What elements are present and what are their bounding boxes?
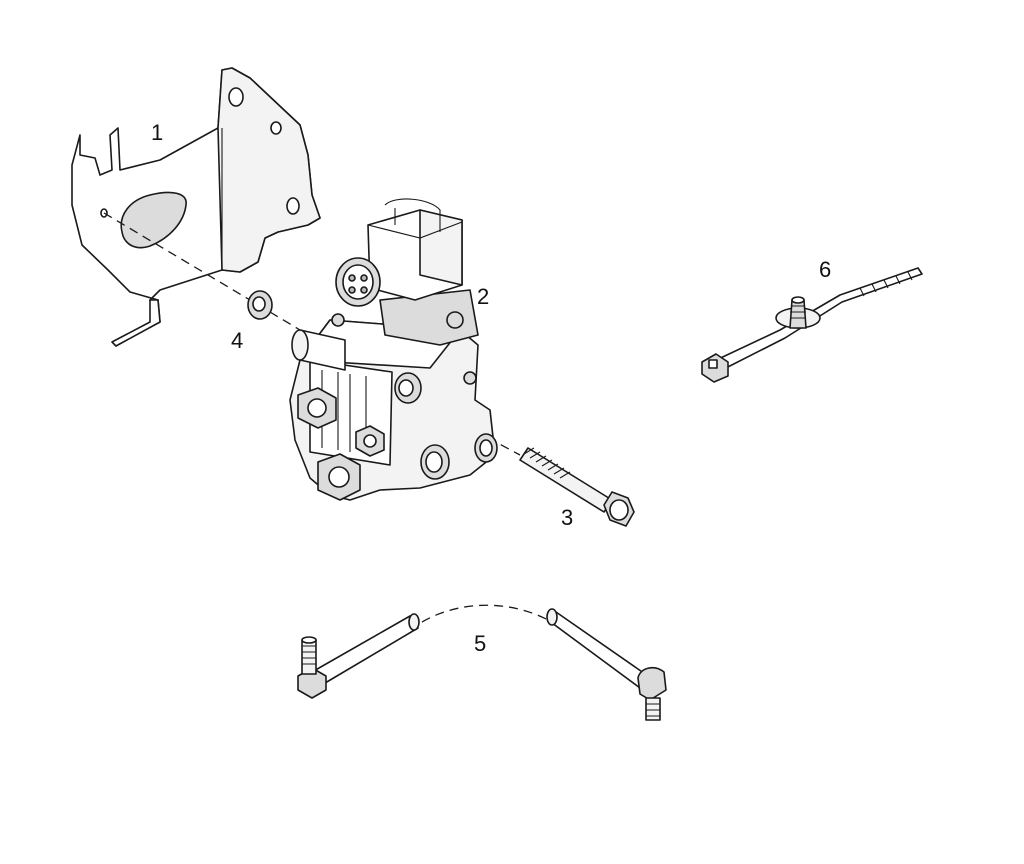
- bolt: [519, 447, 635, 527]
- valve-fitting-lower: [317, 453, 361, 501]
- leveling-valve: [289, 198, 498, 501]
- callout-cable-tie: 6: [819, 257, 832, 282]
- cable-tie: [701, 267, 923, 383]
- callout-bolt: 3: [561, 505, 574, 530]
- valve-fitting-small: [355, 425, 385, 457]
- valve-fitting-upper: [297, 387, 337, 429]
- callout-link-rod: 5: [474, 631, 487, 656]
- callout-washer: 4: [231, 328, 244, 353]
- link-rod: [297, 604, 667, 721]
- washer: [247, 290, 273, 320]
- mounting-bracket: [71, 67, 321, 347]
- callout-bracket: 1: [151, 120, 164, 145]
- callout-valve: 2: [477, 284, 490, 309]
